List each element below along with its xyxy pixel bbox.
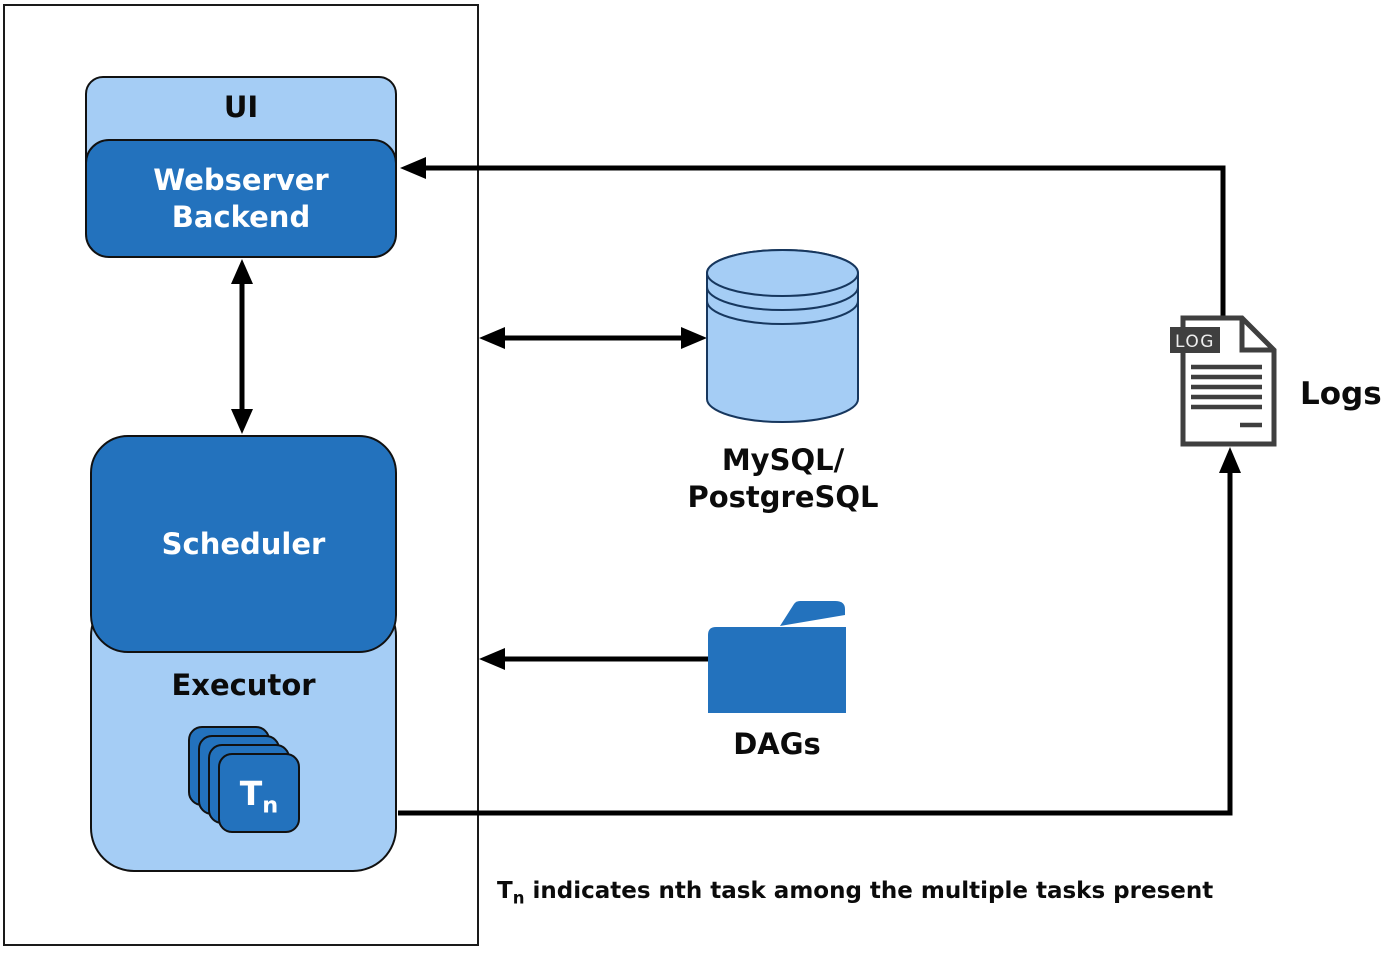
executor-label: Executor	[171, 668, 316, 702]
webserver-label-line1: Webserver	[153, 162, 329, 197]
webserver-database-arrow	[479, 327, 707, 349]
dags-label: DAGs	[733, 727, 821, 761]
webserver-label-line2: Backend	[171, 199, 311, 234]
scheduler-label: Scheduler	[161, 527, 326, 561]
task-label: Tn	[239, 773, 279, 819]
ui-label: UI	[223, 90, 259, 124]
webserver-backend-box: Webserver Backend	[85, 139, 397, 258]
log-badge-text: LOG	[1175, 332, 1215, 352]
database-cylinder-icon	[706, 249, 859, 423]
scheduler-box: Scheduler	[90, 435, 397, 653]
database-label-line1: MySQL/	[721, 443, 845, 477]
database-label: MySQL/ PostgreSQL	[633, 442, 933, 516]
logs-document-icon: LOG	[1170, 315, 1277, 447]
logs-label: Logs	[1300, 376, 1382, 412]
database-label-line2: PostgreSQL	[687, 480, 879, 514]
log-text-lines	[1191, 364, 1262, 428]
log-badge: LOG	[1170, 327, 1220, 353]
task-card-front: Tn	[218, 753, 300, 833]
logs-to-webserver-arrow	[400, 157, 1226, 316]
footnote: Tn indicates nth task among the multiple…	[497, 878, 1214, 908]
dags-to-scheduler-arrow	[479, 648, 708, 670]
dags-folder-icon	[708, 601, 846, 713]
